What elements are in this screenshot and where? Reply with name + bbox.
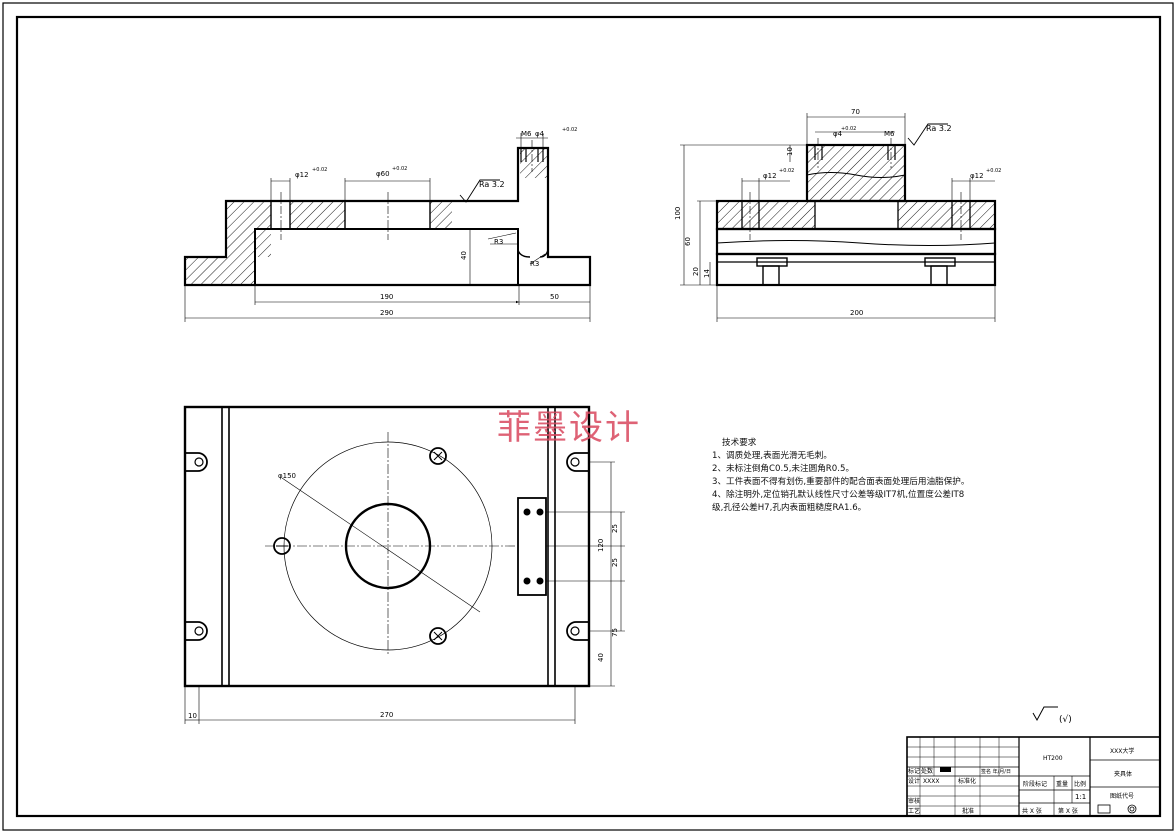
dim-70: 70 [851,108,860,116]
dim-dia12-front-r-tol: +0.02 [986,168,1001,174]
technical-requirements: 技术要求 1、调质处理,表面光滑无毛刺。 2、未标注倒角C0.5,未注圆角R0.… [712,437,1042,515]
dim-10-plan: 10 [188,712,197,720]
front-view-labels: 70 φ4 +0.02 M6 Ra 3.2 10 φ12 +0.02 φ12 +… [674,108,1001,317]
side-rib-curve [517,229,531,258]
dim-100: 100 [674,207,682,220]
tb-designer: 设计 [908,777,920,785]
tb-stage-mark: 阶段标记 [1023,780,1047,788]
dim-270: 270 [380,711,393,719]
title-block [906,736,1161,817]
tb-sheets-total: 共 X 张 [1022,807,1042,815]
bolt-hole-top [429,447,447,465]
dim-190: 190 [380,293,393,301]
bolt-hole-bottom [429,627,447,645]
dim-10-front: 10 [786,147,794,156]
dim-dia4-front: φ4 [833,130,843,138]
tech-req-item: 4、除注明外,定位销孔默认线性尺寸公差等级IT7机,位置度公差IT8 [712,490,965,500]
slot-right-top [566,452,589,472]
tb-part-name: 夹具体 [1114,770,1132,778]
dim-m6-side: M6 [521,130,532,138]
tb-standard: 标准化 [958,777,976,785]
tech-req-item: 3、工件表面不得有划伤,重要部件的配合面表面处理后用油脂保护。 [712,477,970,487]
dim-75: 75 [611,628,619,637]
tb-scale-value: 1:1 [1075,793,1086,801]
side-hatch-plate-a [290,201,345,229]
slot-left-bottom [185,621,208,641]
dim-dia60-tol: +0.02 [392,166,407,172]
front-hatch-plate-l [717,201,815,229]
bolt-hole-left [273,537,291,555]
dim-40-plan: 40 [597,653,605,662]
front-base [715,227,997,256]
front-foot [715,252,997,287]
tb-review: 审核 [908,797,920,805]
plan-outline [183,405,591,688]
dim-50: 50 [550,293,559,301]
side-view [183,133,592,322]
tb-drawing-no: 图纸代号 [1110,792,1134,800]
tb-school: XXX大学 [1110,747,1134,755]
dim-dia12-front-r: φ12 [970,172,984,180]
side-inner-step [254,228,519,285]
dim-dia4-front-tol: +0.02 [841,126,856,132]
side-hatch-post [520,148,548,178]
tech-req-item: 级,孔径公差H7,孔内表面粗糙度RA1.6。 [712,503,867,513]
dim-r3-a: R3 [494,238,503,246]
tb-sheet-no: 第 X 张 [1058,807,1078,815]
side-outline [183,146,592,287]
tb-designer-name: XXXX [923,778,939,785]
plan-view [183,405,625,724]
title-block-labels: HT200 XXX大学 夹具体 图纸代号 标记 处数 签名 年/月/日 设计 X… [908,747,1134,815]
watermark: 菲墨设计 [497,408,641,448]
dim-r3-b: R3 [530,260,539,268]
locating-block [517,497,547,596]
tb-process: 工艺 [908,807,920,815]
tech-req-item: 2、未标注倒角C0.5,未注圆角R0.5。 [712,464,855,474]
dim-dia12-front-l-tol: +0.02 [779,168,794,174]
dim-dia4-side-tol: +0.02 [562,127,577,133]
ra-right: Ra 3.2 [926,124,952,133]
side-rib-curve-b [539,201,549,258]
dim-dia150: φ150 [278,472,296,480]
dim-14: 14 [703,269,711,278]
tb-approve: 批准 [962,807,974,815]
dim-dia4-side: φ4 [535,130,545,138]
slot-left-top [185,452,208,472]
dim-40-side: 40 [460,251,468,260]
tb-material: HT200 [1043,755,1063,762]
tech-req-item: 1、调质处理,表面光滑无毛刺。 [712,451,832,461]
front-view [680,113,997,322]
dim-20: 20 [692,267,700,276]
tech-req-title: 技术要求 [722,438,757,448]
dim-m6-front: M6 [884,130,895,138]
dim-200: 200 [850,309,863,317]
front-hatch-plate-r [898,201,995,229]
dim-290: 290 [380,309,393,317]
plan-view-labels: φ150 25 120 25 75 40 10 270 [188,472,619,720]
dim-dia12-left: φ12 [295,171,309,179]
roughness-suffix: (√) [1059,714,1072,725]
tb-col-mark: 标记 [908,767,920,775]
dim-dia12-left-tol: +0.02 [312,167,327,173]
tb-scale: 比例 [1074,780,1086,788]
tb-col-count: 处数 [921,767,933,775]
dim-25a: 25 [611,524,619,533]
dim-dia12-front-l: φ12 [763,172,777,180]
tb-weight: 重量 [1056,780,1068,788]
side-hatch-plate-b [430,201,452,229]
dim-25b: 25 [611,558,619,567]
ra-left: Ra 3.2 [479,180,505,189]
side-hatch-left-step [185,257,255,285]
dim-60: 60 [684,237,692,246]
tb-col-sign-date: 签名 年/月/日 [981,768,1011,775]
roughness-symbol [1032,706,1058,722]
inner-frame [15,15,1162,818]
dim-dia60: φ60 [376,170,390,178]
side-view-labels: φ12 +0.02 φ60 +0.02 M6 φ4 +0.02 Ra 3.2 R… [295,127,577,317]
slot-right-bottom [566,621,589,641]
dim-120: 120 [597,539,605,552]
